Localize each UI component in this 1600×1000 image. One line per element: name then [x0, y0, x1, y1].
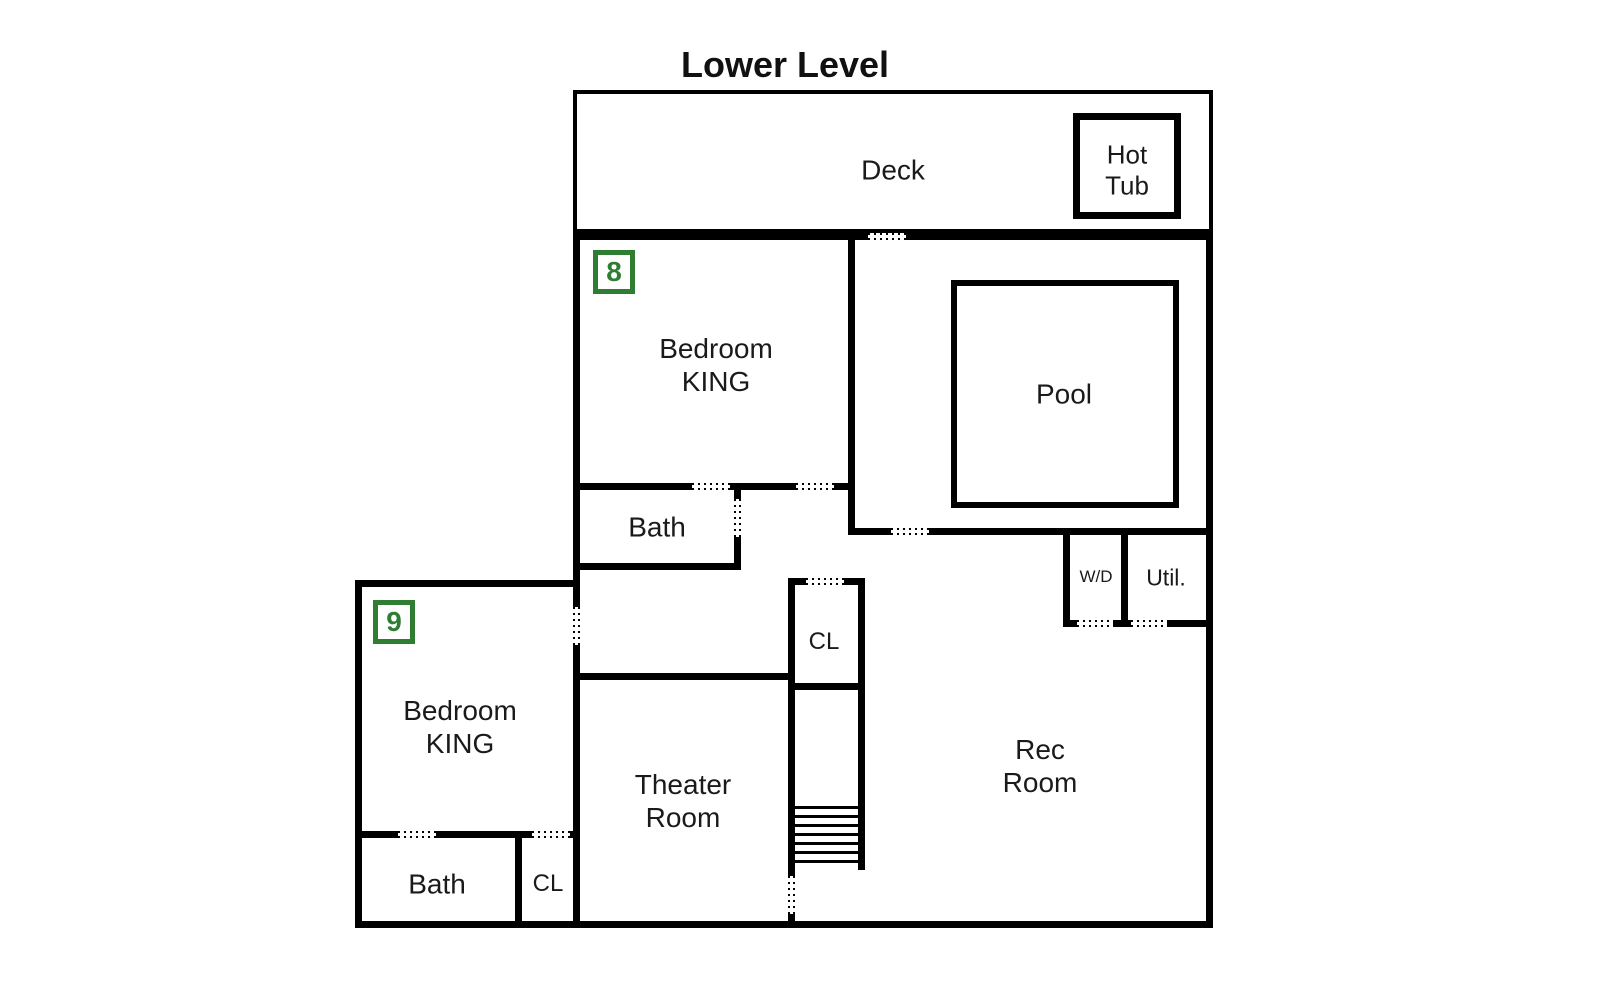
pool-outline: [951, 280, 1179, 508]
theater-label: Theater Room: [634, 768, 732, 833]
wall-wing-left: [355, 580, 362, 928]
wall-util-bottom: [1121, 620, 1213, 627]
door-opening-closet-lower: [532, 831, 570, 838]
deck-label: Deck: [861, 154, 925, 186]
wall-theater-top: [573, 673, 795, 680]
closet-lower-label: CL: [532, 869, 564, 897]
door-opening-bath-lower: [398, 831, 436, 838]
wall-wd-left: [1063, 535, 1070, 627]
door-opening-closet-upper: [806, 578, 844, 585]
wall-pool-left: [848, 233, 855, 535]
hot-tub-label: Hot Tub: [1105, 139, 1149, 200]
door-opening-pool: [891, 528, 929, 535]
bedroom9-label: Bedroom KING: [403, 694, 517, 759]
wall-pool-bottom: [848, 528, 1213, 535]
wall-wing-top: [355, 580, 580, 587]
door-opening-wd: [1077, 620, 1113, 627]
room-number-badge-8: 8: [593, 250, 635, 294]
door-opening-util: [1131, 620, 1167, 627]
wall-outer-right: [1206, 233, 1213, 928]
bath-upper-label: Bath: [628, 511, 686, 543]
wd-label: W/D: [1079, 566, 1113, 586]
door-opening-bath-upper: [734, 499, 741, 537]
util-label: Util.: [1146, 564, 1186, 591]
wall-bath-upper-bottom: [573, 563, 741, 570]
wall-bath-lower-top: [355, 831, 580, 838]
door-opening-theater: [788, 876, 795, 914]
door-opening-deck: [868, 233, 906, 240]
door-opening-bedroom9: [573, 607, 580, 645]
wall-outer-bottom: [355, 921, 1213, 928]
wall-bath-cl-divider: [515, 831, 522, 928]
bedroom8-label: Bedroom KING: [659, 332, 773, 397]
hot-tub-outline: [1073, 113, 1181, 219]
bath-lower-label: Bath: [408, 868, 466, 900]
door-opening-hall-upper: [796, 483, 834, 490]
stairs: [795, 806, 858, 868]
door-opening-bedroom8: [692, 483, 730, 490]
room-number-badge-9: 9: [373, 600, 415, 644]
wall-wd-util-divider: [1121, 535, 1128, 627]
closet-upper-label: CL: [808, 627, 840, 655]
wall-stairs-right: [858, 578, 865, 870]
pool-label: Pool: [1035, 378, 1093, 410]
wall-closet-upper-bottom: [788, 683, 865, 690]
rec-room-label: Rec Room: [1002, 733, 1078, 798]
page-title: Lower Level: [680, 43, 890, 85]
wall-theater-right: [788, 578, 795, 928]
